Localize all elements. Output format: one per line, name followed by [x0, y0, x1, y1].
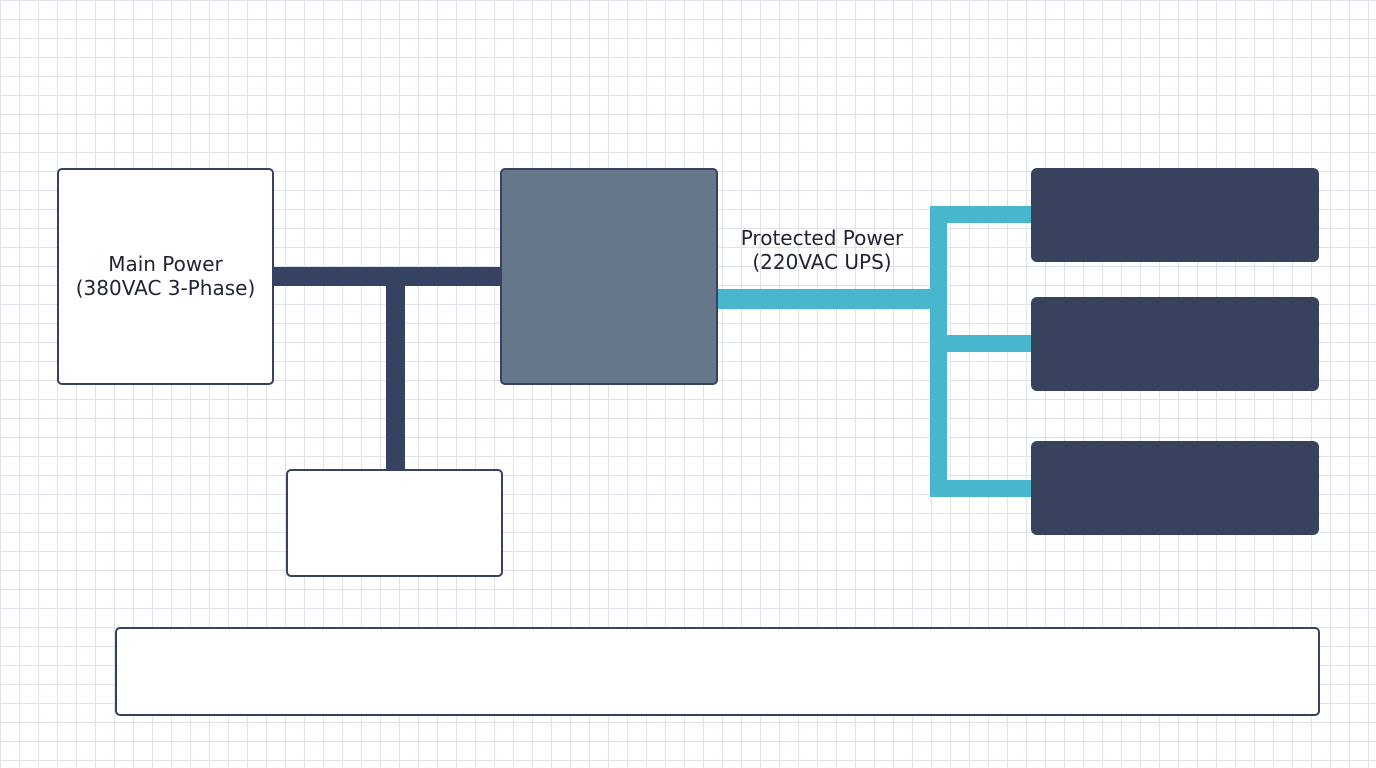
protected-power-title: Protected Power: [740, 226, 904, 250]
protected-power-wire: [716, 289, 938, 309]
branch-drop-wire: [386, 283, 405, 472]
load-box: [1031, 297, 1319, 391]
main-power-title: Main Power: [108, 252, 223, 276]
load-box: [1031, 441, 1319, 535]
distribution-branch-wire: [930, 480, 1032, 497]
protected-power-label: Protected Power (220VAC UPS): [721, 226, 923, 274]
main-power-box: [57, 168, 274, 385]
main-power-label: Main Power (380VAC 3-Phase): [57, 252, 274, 300]
load-box: [1031, 168, 1319, 262]
main-power-feed-wire: [272, 267, 502, 286]
main-power-spec: (380VAC 3-Phase): [75, 276, 256, 300]
ups-unit-box: [500, 168, 718, 385]
branch-box: [286, 469, 503, 577]
footer-panel: [115, 627, 1320, 716]
distribution-branch-wire: [930, 206, 1032, 223]
protected-power-spec: (220VAC UPS): [752, 250, 892, 274]
distribution-branch-wire: [930, 335, 1032, 352]
